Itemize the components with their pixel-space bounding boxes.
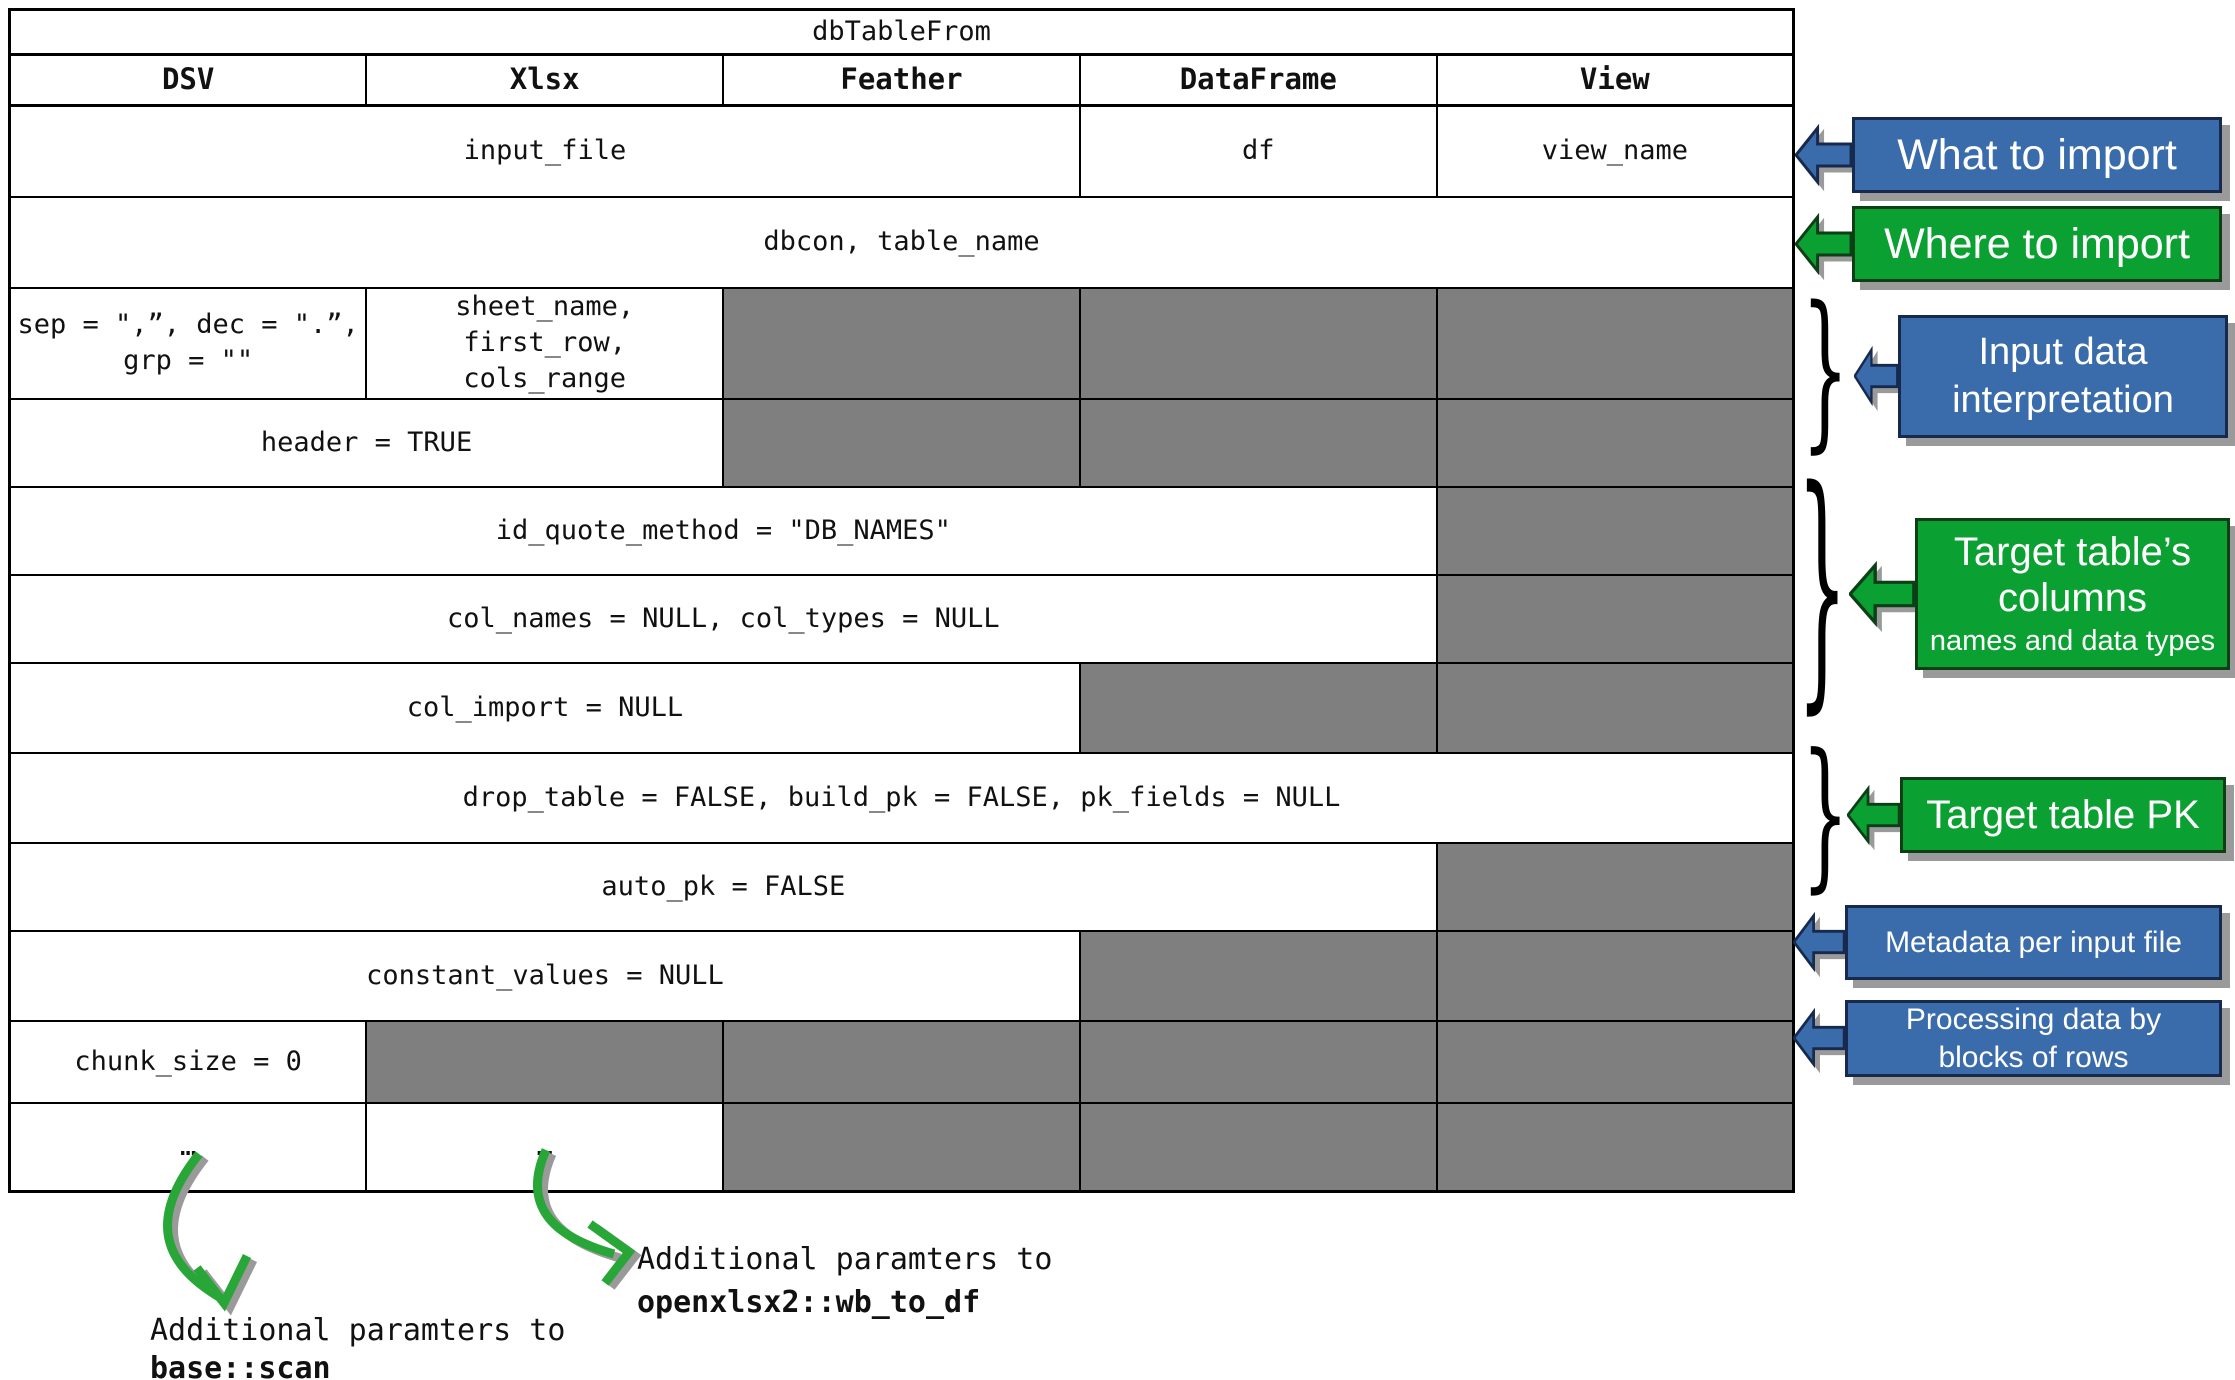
param-cell: header = TRUE: [8, 397, 725, 488]
not-applicable-cell: [1078, 397, 1438, 488]
not-applicable-cell: [722, 1101, 1081, 1193]
annotation-input-data-interpretation: Input data interpretation: [1898, 315, 2228, 438]
curly-brace: }: [1801, 271, 1849, 469]
param-cell: …: [8, 1101, 368, 1193]
annotation-label: Target table PK: [1926, 792, 2200, 837]
left-arrow-icon: [1854, 345, 1898, 407]
param-cell: constant_values = NULL: [8, 929, 1081, 1022]
curly-brace: }: [1801, 720, 1849, 908]
not-applicable-cell: [1435, 573, 1795, 664]
footnote-base-scan: Additional paramters to base::scan: [150, 1312, 565, 1380]
table-row-constant-values: constant_values = NULL: [8, 929, 1795, 1022]
annotation-label: Metadata per input file: [1885, 925, 2182, 959]
table-row-ellipsis: ……: [8, 1101, 1795, 1193]
table-row-auto-pk: auto_pk = FALSE: [8, 841, 1795, 932]
column-header-xlsx: Xlsx: [365, 53, 725, 107]
annotation-where-to-import: Where to import: [1852, 206, 2222, 282]
annotation-label: Processing data by blocks of rows: [1905, 1003, 2162, 1074]
left-arrow-icon: [1793, 911, 1845, 973]
left-arrow-icon: [1795, 123, 1852, 187]
not-applicable-cell: [1435, 841, 1795, 932]
annotation-target-table-pk: Target table PK: [1900, 777, 2226, 853]
footnote-code: base::scan: [150, 1351, 331, 1380]
param-cell: auto_pk = FALSE: [8, 841, 1438, 932]
table-row-drop-table-pk: drop_table = FALSE, build_pk = FALSE, pk…: [8, 751, 1795, 844]
param-cell: df: [1078, 104, 1438, 198]
table-row-col-names-types: col_names = NULL, col_types = NULL: [8, 573, 1795, 664]
annotation-label: What to import: [1897, 130, 2177, 179]
not-applicable-cell: [722, 1019, 1081, 1104]
annotation-what-to-import: What to import: [1852, 117, 2222, 193]
table-row-separators: sep = ",”, dec = ".”, grp = ""sheet_name…: [8, 286, 1795, 400]
param-cell: chunk_size = 0: [8, 1019, 368, 1104]
not-applicable-cell: [1435, 286, 1795, 400]
footnote-code: openxlsx2::wb_to_df: [637, 1285, 981, 1320]
not-applicable-cell: [1435, 485, 1795, 576]
table-row-header-flag: header = TRUE: [8, 397, 1795, 488]
param-cell: sheet_name, first_row, cols_range: [365, 286, 725, 400]
annotation-metadata-per-input-file: Metadata per input file: [1845, 905, 2222, 980]
not-applicable-cell: [1078, 929, 1438, 1022]
not-applicable-cell: [1435, 397, 1795, 488]
param-cell: drop_table = FALSE, build_pk = FALSE, pk…: [8, 751, 1795, 844]
param-cell: id_quote_method = "DB_NAMES": [8, 485, 1438, 576]
param-cell: …: [365, 1101, 725, 1193]
footnote-text: Additional paramters to: [150, 1313, 566, 1348]
footnote-text: Additional paramters to: [637, 1242, 1053, 1277]
not-applicable-cell: [1435, 929, 1795, 1022]
column-header-dsv: DSV: [8, 53, 368, 107]
not-applicable-cell: [1435, 661, 1795, 754]
left-arrow-icon: [1793, 1007, 1845, 1069]
param-cell: dbcon, table_name: [8, 195, 1795, 289]
left-arrow-icon: [1849, 560, 1915, 628]
param-cell: col_import = NULL: [8, 661, 1081, 754]
table-title: dbTableFrom: [8, 8, 1795, 56]
not-applicable-cell: [365, 1019, 725, 1104]
not-applicable-cell: [1078, 286, 1438, 400]
annotation-label: Where to import: [1884, 219, 2190, 268]
not-applicable-cell: [722, 286, 1081, 400]
annotation-label: Input data interpretation: [1952, 331, 2174, 421]
left-arrow-icon: [1795, 212, 1852, 276]
table-row-chunk-size: chunk_size = 0: [8, 1019, 1795, 1104]
table-row-dbcon-table-name: dbcon, table_name: [8, 195, 1795, 289]
not-applicable-cell: [1078, 1019, 1438, 1104]
annotation-sublabel: names and data types: [1929, 625, 2216, 658]
annotation-processing-blocks: Processing data by blocks of rows: [1845, 1000, 2222, 1077]
footnote-openxlsx2: Additional paramters to openxlsx2::wb_to…: [637, 1238, 1052, 1324]
table-row-id-quote-method: id_quote_method = "DB_NAMES": [8, 485, 1795, 576]
param-cell: input_file: [8, 104, 1081, 198]
curly-brace: }: [1796, 437, 1848, 737]
not-applicable-cell: [1435, 1101, 1795, 1193]
not-applicable-cell: [1435, 1019, 1795, 1104]
not-applicable-cell: [1078, 1101, 1438, 1193]
column-header-view: View: [1435, 53, 1795, 107]
param-cell: col_names = NULL, col_types = NULL: [8, 573, 1438, 664]
left-arrow-icon: [1847, 784, 1900, 846]
column-header-feather: Feather: [722, 53, 1081, 107]
not-applicable-cell: [1078, 661, 1438, 754]
param-cell: view_name: [1435, 104, 1795, 198]
table-row-col-import: col_import = NULL: [8, 661, 1795, 754]
annotation-target-table-columns: Target table’s columns names and data ty…: [1915, 518, 2230, 670]
param-cell: sep = ",”, dec = ".”, grp = "": [8, 286, 368, 400]
column-header-dataframe: DataFrame: [1078, 53, 1438, 107]
not-applicable-cell: [722, 397, 1081, 488]
annotation-label: Target table’s columns: [1953, 530, 2192, 621]
